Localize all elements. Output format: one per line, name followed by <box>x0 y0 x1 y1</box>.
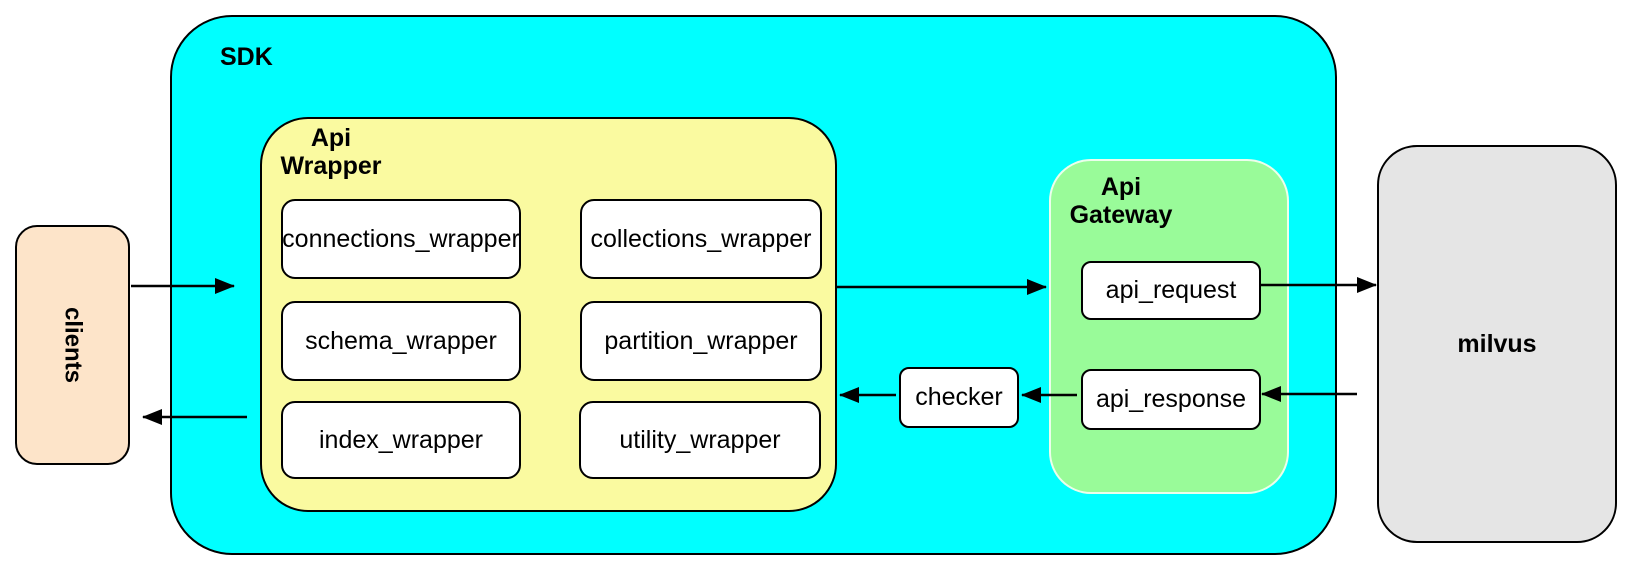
node-utility-wrapper: utility_wrapper <box>579 401 821 479</box>
node-collections-wrapper: collections_wrapper <box>580 199 822 279</box>
milvus-box: milvus <box>1377 145 1617 543</box>
api-gateway-title-line1: Api <box>1100 173 1142 201</box>
api-gateway-container: Api Gateway api_request api_response <box>1049 159 1289 494</box>
api-wrapper-title-line2: Wrapper <box>280 152 382 180</box>
sdk-container: SDK Api Wrapper connections_wrapper coll… <box>170 15 1337 555</box>
node-schema-wrapper: schema_wrapper <box>281 301 521 381</box>
clients-box: clients <box>15 225 130 465</box>
api-gateway-title-line2: Gateway <box>1069 201 1173 229</box>
api-gateway-title: Api Gateway <box>1065 173 1177 229</box>
node-index-wrapper: index_wrapper <box>281 401 521 479</box>
node-checker: checker <box>899 367 1019 428</box>
node-api-response: api_response <box>1081 369 1261 430</box>
sdk-label: SDK <box>220 43 273 71</box>
api-wrapper-container: Api Wrapper connections_wrapper collecti… <box>260 117 837 512</box>
node-connections-wrapper: connections_wrapper <box>281 199 521 279</box>
api-wrapper-title-line1: Api <box>310 124 352 152</box>
milvus-label: milvus <box>1457 329 1537 358</box>
node-partition-wrapper: partition_wrapper <box>580 301 822 381</box>
clients-label: clients <box>59 306 87 384</box>
node-api-request: api_request <box>1081 261 1261 320</box>
api-wrapper-title: Api Wrapper <box>272 124 390 180</box>
